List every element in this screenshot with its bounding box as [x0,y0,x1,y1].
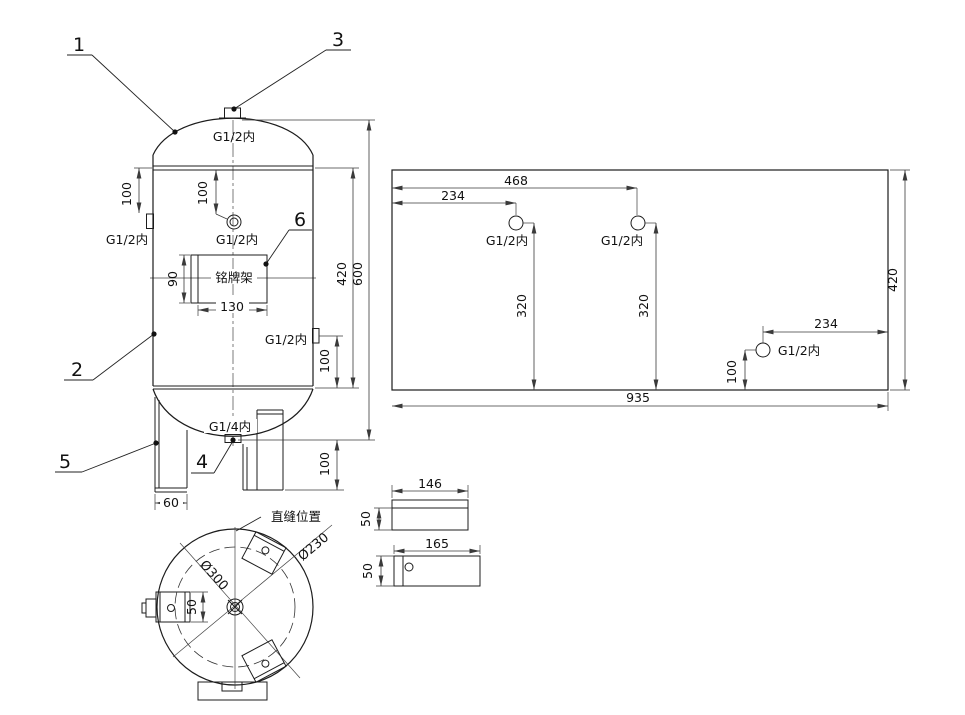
dim-label: 420 [885,268,900,292]
dim-total-width-935: 935 [392,390,889,411]
center-port-outer [226,214,242,230]
dim-span-234-right: 234 [762,316,888,343]
front-view: 铭牌架 100 100 90 130 [55,29,375,510]
development-view: 468 234 320 320 234 100 [391,169,910,411]
dim-label: 320 [636,294,651,318]
dev-port-1 [508,215,524,231]
balloon-3-label: 3 [332,29,344,51]
seam-leader [235,516,262,532]
dev-port-3 [755,342,771,358]
center-port-inner [229,217,239,227]
dim-left-port-offset: 100 [119,167,152,213]
detail-foot-pad: 165 50 [360,536,481,587]
left-leg [154,397,188,493]
dim-foot-pad-height: 50 [360,555,394,587]
balloon-5: 5 [55,440,159,473]
dim-height-320-left: 320 [514,222,537,390]
dev-port-1-label: G1/2内 [486,233,528,248]
upper-right-leg-pad [241,531,287,575]
top-view: 50 直缝位置 Ø300 Ø230 [141,509,333,701]
dim-label: 600 [350,262,365,286]
dim-label: 100 [317,349,332,373]
diameter-line-230 [172,524,333,658]
left-port-label: G1/2内 [106,232,148,247]
left-port [146,213,154,229]
dim-label: 468 [504,173,528,188]
center-port-label: G1/2内 [216,232,258,247]
balloon-6-label: 6 [294,209,306,231]
dev-port-2 [630,215,646,231]
bottom-port-label: G1/4内 [209,419,251,434]
outer-diameter-label: Ø300 [196,558,231,594]
balloon-5-label: 5 [59,451,71,473]
dim-height-320-mid: 320 [636,222,659,390]
nameplate-label: 铭牌架 [215,270,253,285]
dim-label: 320 [514,294,529,318]
seam-label: 直缝位置 [271,509,321,524]
dim-label: 234 [814,316,838,331]
dim-label: 420 [334,262,349,286]
balloon-2-label: 2 [71,359,83,381]
dim-label: 165 [425,536,449,551]
balloon-3: 3 [231,29,351,112]
shell-development-outline [391,169,889,391]
dim-label: 146 [418,476,442,491]
dev-port-3-label: G1/2内 [778,343,820,358]
dim-total-height-420: 420 [885,169,910,391]
dim-leg-plate-width: 146 [391,476,469,498]
balloon-2: 2 [64,331,157,381]
dim-foot-pad-width: 165 [393,536,481,554]
dim-label: 100 [195,181,210,205]
dim-label: 100 [119,182,134,206]
nameplate-label-bg [211,269,257,284]
dim-label: 100 [317,452,332,476]
dim-span-468: 468 [392,173,638,215]
side-port-flange-top-view [141,598,157,618]
dim-label: 130 [220,299,244,314]
dim-pad-width-50: 50 [184,591,208,623]
dim-label: 935 [626,390,650,405]
dim-height-100: 100 [724,349,756,390]
lower-right-leg-pad [241,639,287,683]
balloon-6: 6 [263,209,312,267]
bottom-head-outline [152,388,314,437]
dim-shell-length: 420 [315,167,359,389]
bolt-circle-diameter-label: Ø230 [296,530,332,564]
balloon-4-label: 4 [196,451,208,473]
dev-port-2-label: G1/2内 [601,233,643,248]
dim-label: 50 [360,563,375,579]
right-leg [242,409,284,491]
base-bracket [197,681,268,701]
dim-leg-height: 100 [285,440,344,491]
dim-leg-width: 60 [154,494,188,510]
dim-overall-height: 600 [238,119,375,441]
bottom-port-label-bg [204,419,257,433]
dim-right-port-offset: 100 [317,335,343,388]
foot-pad-hole [404,562,414,572]
dim-label: 60 [163,495,179,510]
dim-label: 50 [358,511,373,527]
dim-nameplate-height: 90 [165,254,190,304]
dim-span-234-left: 234 [392,188,517,215]
dim-label: 234 [441,188,465,203]
dim-leg-plate-height: 50 [358,507,392,531]
dim-center-port-offset: 100 [195,170,228,220]
center-port-top-view [226,598,244,616]
top-port-label: G1/2内 [213,129,255,144]
balloon-1-label: 1 [73,34,85,56]
right-port-label: G1/2内 [265,332,307,347]
dim-label: 50 [184,599,199,615]
dim-nameplate-width: 130 [197,298,268,316]
balloon-4: 4 [191,437,236,474]
dim-label: 90 [165,271,180,287]
dim-label: 100 [724,360,739,384]
balloon-1: 1 [67,34,178,135]
detail-leg-plate: 146 50 [358,476,469,531]
